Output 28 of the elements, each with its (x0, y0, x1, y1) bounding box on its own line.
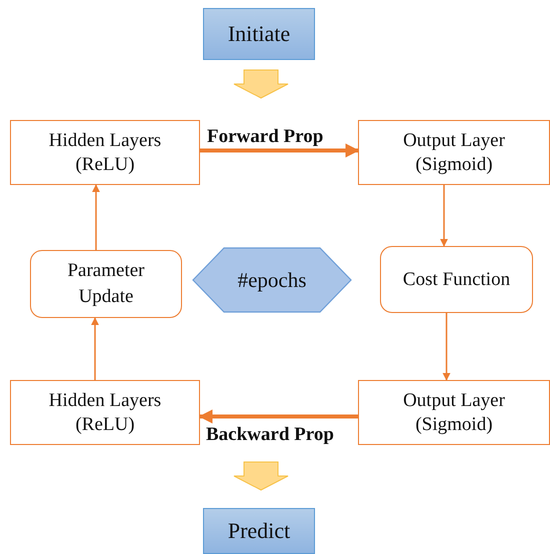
hexagon-node (192, 247, 352, 313)
process-box (30, 250, 182, 318)
block-arrow (234, 70, 288, 99)
arrow (200, 144, 360, 158)
node-text: Cost Function (402, 268, 512, 292)
arrow (91, 317, 99, 380)
process-box (358, 380, 550, 445)
start-box (203, 8, 315, 60)
node-text: Predict (226, 518, 292, 544)
arrow (442, 313, 450, 381)
block-arrow (234, 462, 288, 491)
process-box (10, 120, 200, 185)
process-box (10, 380, 200, 445)
node-text: Hidden Layers (ReLU) (48, 388, 162, 436)
arrow (440, 185, 448, 247)
edge-label: Forward Prop (205, 126, 326, 148)
node-text: Output Layer (Sigmoid) (402, 128, 506, 176)
edge-label: Backward Prop (204, 424, 336, 446)
node-text: Hidden Layers (ReLU) (48, 128, 162, 176)
arrow (92, 184, 100, 250)
arrow (198, 410, 358, 424)
process-box (380, 246, 533, 313)
process-box (358, 120, 550, 185)
end-box (203, 508, 315, 554)
node-text: Parameter Update (66, 259, 146, 309)
node-text: Output Layer (Sigmoid) (402, 388, 506, 436)
node-text: #epochs (236, 268, 308, 292)
node-text: Initiate (226, 21, 292, 47)
